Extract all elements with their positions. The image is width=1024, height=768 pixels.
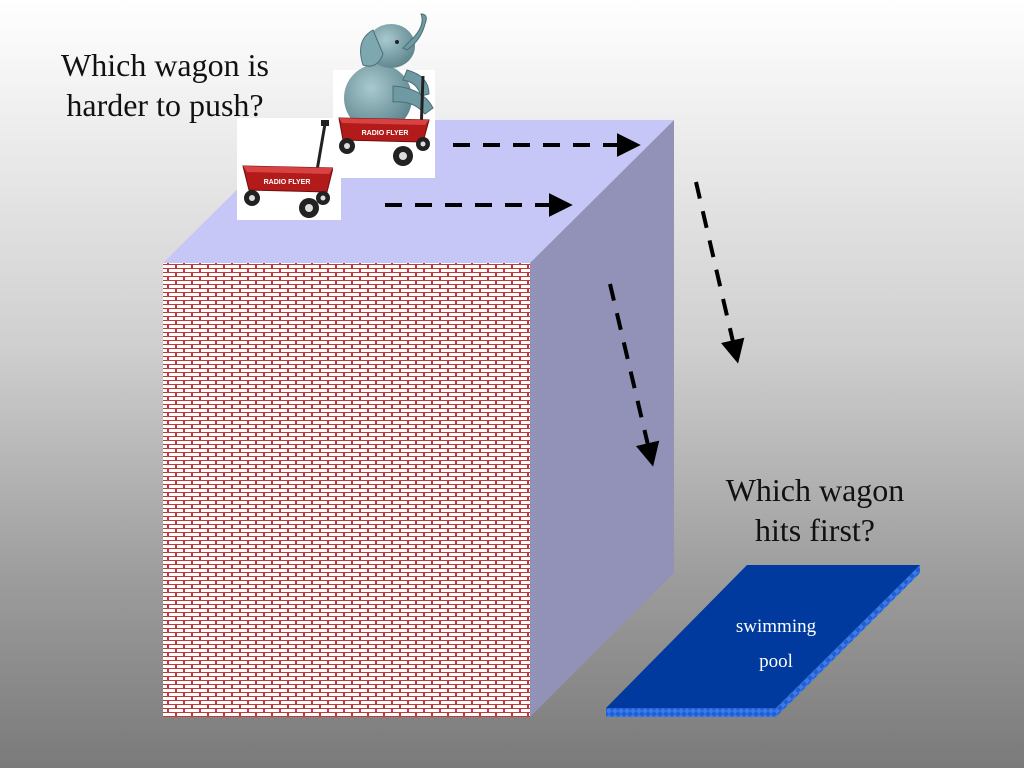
arrow-fall-left bbox=[608, 283, 660, 467]
elephant-ear bbox=[360, 29, 384, 67]
box-side-face bbox=[530, 120, 674, 717]
box-front-brick-face bbox=[163, 263, 530, 717]
question-hits-first: Which wagon hits first? bbox=[695, 470, 935, 550]
question-push-line1: Which wagon is bbox=[61, 47, 269, 83]
wagon-brand-text: RADIO FLYER bbox=[264, 179, 311, 186]
elephant-trunk bbox=[402, 13, 427, 51]
elephant-wagon: RADIO FLYER bbox=[333, 13, 435, 178]
swimming-pool: swimming pool bbox=[606, 565, 920, 717]
question-hits-line2: hits first? bbox=[755, 512, 875, 548]
empty-wagon: RADIO FLYER bbox=[237, 118, 341, 220]
pool-label-line2: pool bbox=[759, 651, 793, 672]
wagon-brand-text: RADIO FLYER bbox=[362, 130, 409, 137]
pool-surface bbox=[606, 565, 920, 708]
question-push-line2: harder to push? bbox=[66, 87, 264, 123]
question-harder-to-push: Which wagon is harder to push? bbox=[30, 45, 300, 125]
question-hits-line1: Which wagon bbox=[725, 472, 905, 508]
pool-label-line1: swimming bbox=[736, 616, 817, 637]
motion-arrows bbox=[385, 133, 745, 467]
brick-box bbox=[163, 120, 674, 717]
arrow-fall-right bbox=[694, 181, 745, 364]
elephant bbox=[344, 13, 434, 132]
